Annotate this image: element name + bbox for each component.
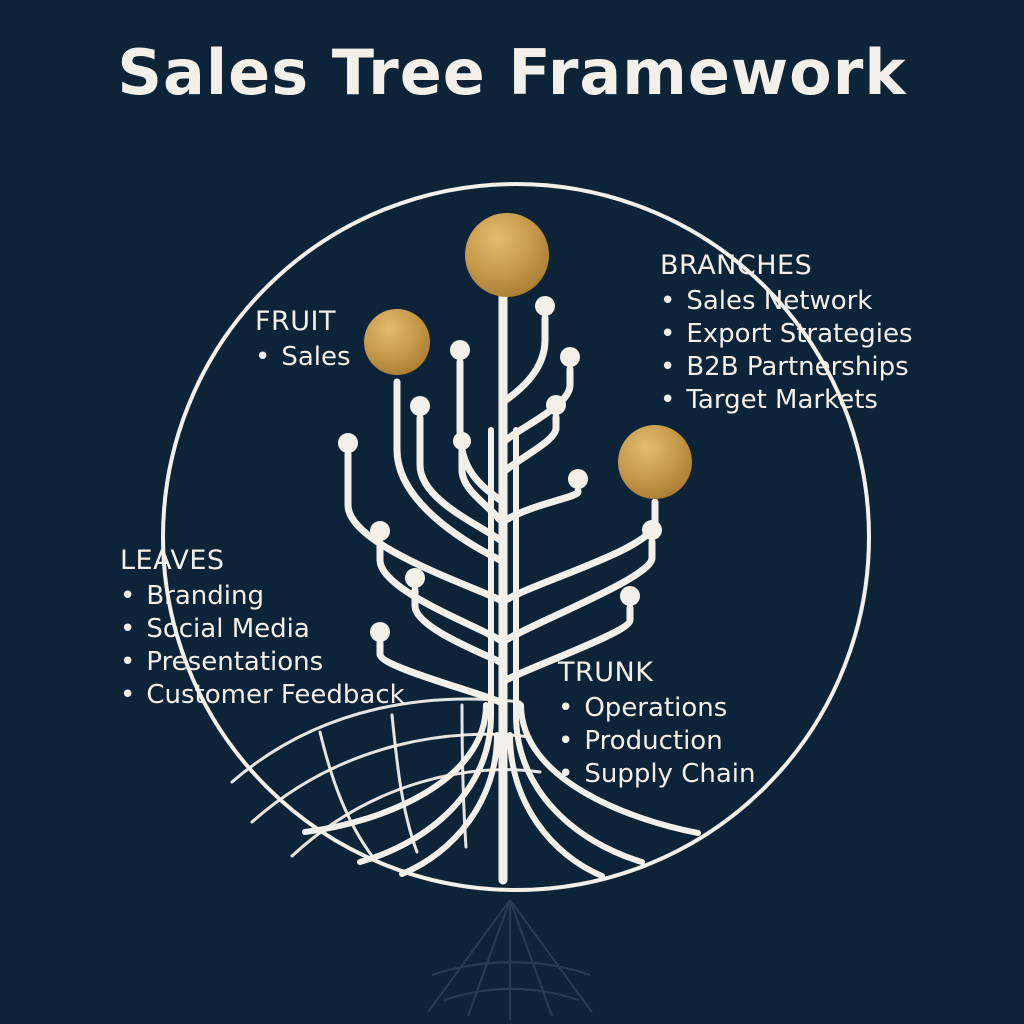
fruit-label-block: FRUIT • Sales [255,306,351,374]
bullet-icon: • [660,286,676,316]
branches-item: • B2B Partnerships [660,351,913,384]
bullet-icon: • [558,693,574,723]
bullet-icon: • [660,319,676,349]
bullet-icon: • [558,759,574,789]
ground-grid [230,697,542,858]
bullet-icon: • [660,385,676,415]
leaves-item-label: Customer Feedback [146,680,405,710]
fruit-heading: FRUIT [255,306,337,337]
leaves-label-block: LEAVES • Branding • Social Media • Presenta… [120,545,405,712]
fruit-node-large [465,213,549,297]
branches-heading: BRANCHES [660,250,813,281]
leaves-heading: LEAVES [120,545,225,576]
trunk-item-label: Production [584,726,723,756]
fruit-item: • Sales [255,341,351,374]
branches-item: • Target Markets [660,384,913,417]
trunk-heading: TRUNK [558,657,654,688]
trunk-item: • Operations [558,692,755,725]
bullet-icon: • [120,680,136,710]
fruit-node-right [618,425,692,499]
root-lines [302,702,701,879]
leaf-node-dots [338,296,662,642]
right-branches [502,314,659,684]
trunk-item: • Supply Chain [558,758,755,791]
fruit-item-label: Sales [281,342,351,372]
leaves-item-label: Branding [146,581,264,611]
branches-item-label: B2B Partnerships [686,352,909,382]
branches-label-block: BRANCHES • Sales Network • Export Strategi… [660,250,913,417]
trunk-item-label: Operations [584,693,728,723]
diagram-outline-circle [161,182,871,892]
leaves-item: • Customer Feedback [120,679,405,712]
page-title: Sales Tree Framework [117,36,907,109]
bullet-icon: • [120,647,136,677]
leaves-item-label: Presentations [146,647,324,677]
branches-item: • Export Strategies [660,318,913,351]
trunk-lines [488,290,519,885]
leaves-item: • Social Media [120,613,405,646]
leaves-item: • Branding [120,580,405,613]
fruit-node-left [364,309,430,375]
bullet-icon: • [120,581,136,611]
reflection-grid [427,899,593,1020]
branches-item-label: Target Markets [686,385,878,415]
fruit-nodes [364,213,692,499]
leaves-item-label: Social Media [146,614,310,644]
branches-item: • Sales Network [660,285,913,318]
bullet-icon: • [255,342,271,372]
trunk-item-label: Supply Chain [584,759,756,789]
bullet-icon: • [558,726,574,756]
bullet-icon: • [660,352,676,382]
branches-item-label: Export Strategies [686,319,913,349]
leaves-item: • Presentations [120,646,405,679]
bullet-icon: • [120,614,136,644]
trunk-label-block: TRUNK • Operations • Production • Supply Ch… [558,657,755,791]
branches-item-label: Sales Network [686,286,873,316]
trunk-item: • Production [558,725,755,758]
left-branches [344,358,504,706]
